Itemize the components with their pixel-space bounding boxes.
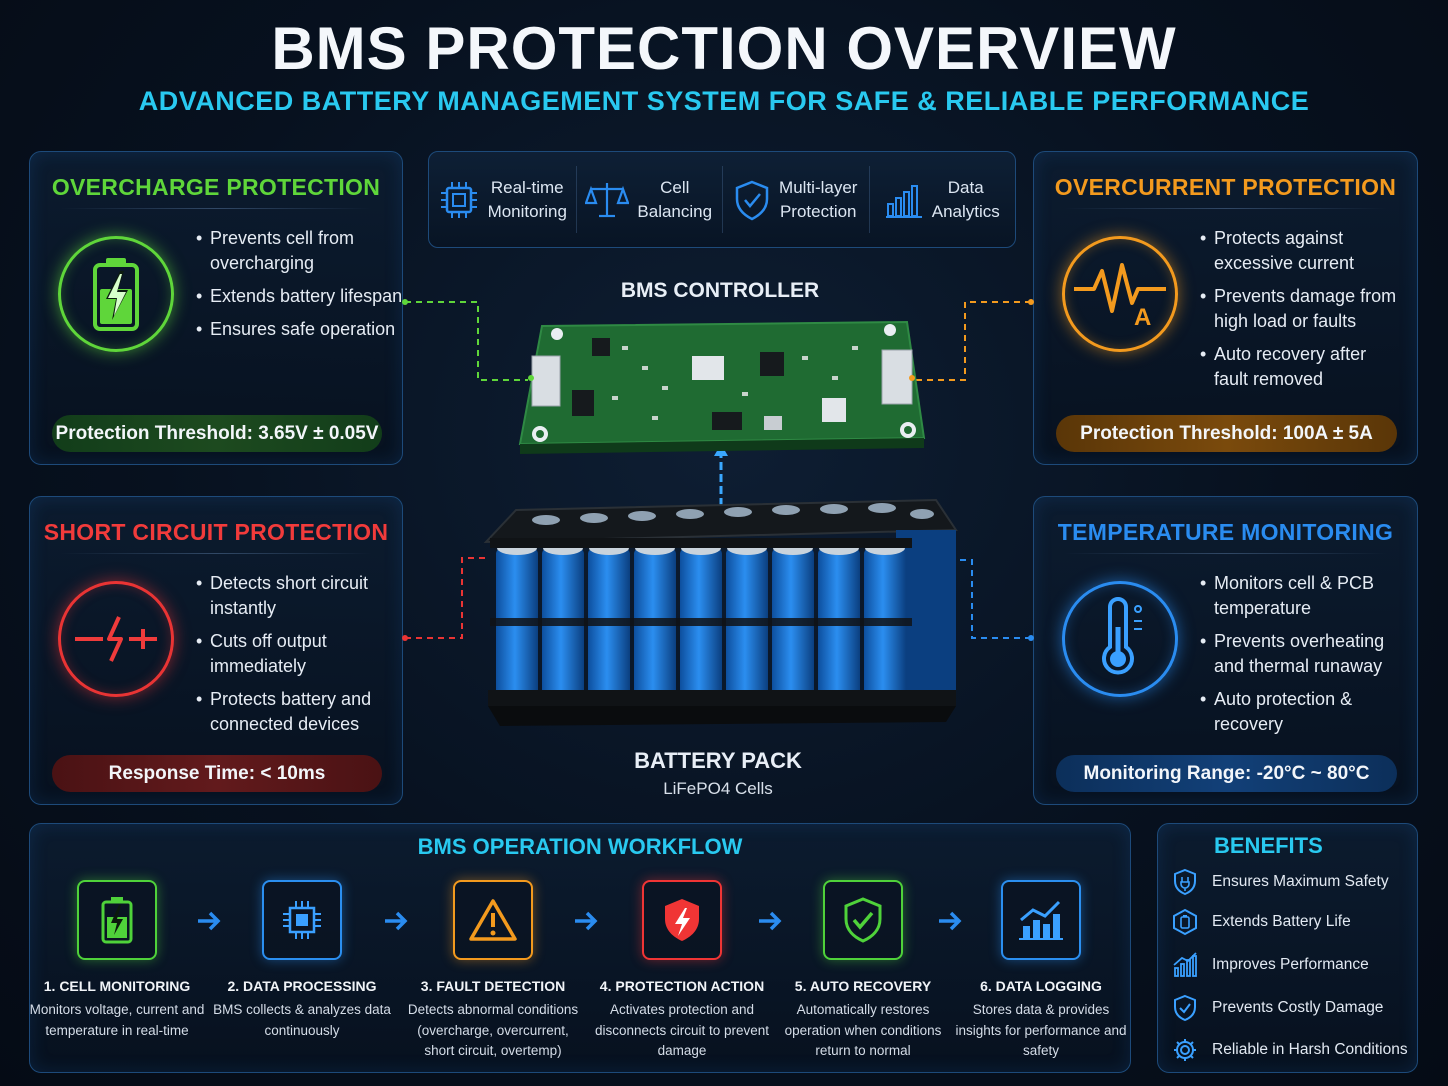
battery-pack-label: BATTERY PACK	[634, 748, 802, 773]
bms-controller-label: BMS CONTROLLER	[620, 279, 820, 302]
arrow-right-icon	[937, 908, 965, 934]
gear-icon	[1174, 1039, 1196, 1061]
thermometer-icon	[1062, 581, 1178, 697]
bullet-item: Monitors cell & PCB temperature	[1200, 571, 1405, 621]
workflow-panel: BMS OPERATION WORKFLOW	[29, 823, 1131, 1073]
battery-pack-cell-type: LiFePO4 Cells	[663, 779, 773, 798]
benefit-item: Extends Battery Life	[1172, 907, 1351, 937]
temperature-monitoring-range: Monitoring Range: -20°C ~ 80°C	[1056, 755, 1397, 792]
arrow-right-icon	[383, 908, 411, 934]
overcurrent-threshold: Protection Threshold: 100A ± 5A	[1056, 415, 1397, 452]
benefits-title: BENEFITS	[1214, 833, 1323, 858]
short-circuit-response-time: Response Time: < 10ms	[52, 755, 382, 792]
page-subtitle: ADVANCED BATTERY MANAGEMENT SYSTEM FOR S…	[138, 86, 1310, 116]
processor-icon	[262, 880, 342, 960]
bullet-item: Prevents cell from overcharging	[196, 226, 416, 276]
short-circuit-title: SHORT CIRCUIT PROTECTION	[43, 519, 389, 545]
battery-pack-illustration	[483, 498, 958, 726]
bullet-item: Auto recovery after fault removed	[1200, 342, 1405, 392]
balance-scale-icon	[585, 182, 630, 217]
shield-plug-icon	[1174, 868, 1196, 896]
overcurrent-title: OVERCURRENT PROTECTION	[1054, 174, 1397, 200]
bullet-item: Prevents overheating and thermal runaway	[1200, 629, 1405, 679]
svg-text:A: A	[1134, 304, 1151, 329]
bullet-item: Ensures safe operation	[196, 317, 416, 342]
hexagon-cell-icon	[1173, 908, 1197, 936]
temperature-panel: TEMPERATURE MONITORING Monitors cell & P…	[1033, 496, 1418, 805]
overcharge-title: OVERCHARGE PROTECTION	[51, 174, 381, 200]
short-circuit-icon	[58, 581, 174, 697]
workflow-step-fault-detection: 3. FAULT DETECTION Detects abnormal cond…	[403, 880, 583, 1062]
benefits-panel: BENEFITS	[1157, 823, 1418, 1073]
bullet-item: Auto protection & recovery	[1200, 687, 1405, 737]
bullet-item: Protects against excessive current	[1200, 226, 1405, 276]
benefit-item: Prevents Costly Damage	[1172, 993, 1383, 1023]
workflow-title: BMS OPERATION WORKFLOW	[417, 834, 743, 859]
growth-bars-icon	[1173, 952, 1197, 977]
bullet-item: Extends battery lifespan	[196, 284, 416, 309]
benefit-item: Ensures Maximum Safety	[1172, 867, 1389, 897]
overcharge-threshold: Protection Threshold: 3.65V ± 0.05V	[52, 415, 382, 452]
overcharge-panel: OVERCHARGE PROTECTION Prevents cell from…	[29, 151, 403, 465]
bms-controller-board	[518, 320, 926, 454]
bullet-item: Protects battery and connected devices	[196, 687, 416, 737]
chip-icon	[440, 181, 477, 218]
arrow-right-icon	[757, 908, 785, 934]
bar-chart-icon	[885, 184, 922, 218]
warning-icon	[453, 880, 533, 960]
shield-icon	[735, 180, 769, 220]
short-circuit-panel: SHORT CIRCUIT PROTECTION Detects short c…	[29, 496, 403, 805]
bullet-item: Cuts off output immediately	[196, 629, 416, 679]
trend-chart-icon	[1001, 880, 1081, 960]
benefit-item: Improves Performance	[1172, 950, 1369, 980]
overcurrent-panel: OVERCURRENT PROTECTION A Protects agains…	[1033, 151, 1418, 465]
workflow-step-data-logging: 6. DATA LOGGING Stores data & provides i…	[951, 880, 1131, 1062]
shield-check-icon	[823, 880, 903, 960]
workflow-step-auto-recovery: 5. AUTO RECOVERY Automatically restores …	[773, 880, 953, 1062]
shield-check-icon	[1174, 994, 1196, 1022]
temperature-title: TEMPERATURE MONITORING	[1057, 519, 1394, 545]
bullet-item: Detects short circuit instantly	[196, 571, 416, 621]
arrow-right-icon	[573, 908, 601, 934]
battery-icon	[77, 880, 157, 960]
shield-bolt-icon	[642, 880, 722, 960]
current-wave-icon: A	[1062, 236, 1178, 352]
workflow-step-protection-action: 4. PROTECTION ACTION Activates protectio…	[592, 880, 772, 1062]
arrow-right-icon	[196, 908, 224, 934]
workflow-step-data-processing: 2. DATA PROCESSING BMS collects & analyz…	[212, 880, 392, 1041]
benefit-item: Reliable in Harsh Conditions	[1172, 1035, 1408, 1065]
page-title: BMS PROTECTION OVERVIEW	[271, 15, 1177, 82]
workflow-step-cell-monitoring: 1. CELL MONITORING Monitors voltage, cur…	[27, 880, 207, 1041]
battery-charging-icon	[58, 236, 174, 352]
bullet-item: Prevents damage from high load or faults	[1200, 284, 1405, 334]
